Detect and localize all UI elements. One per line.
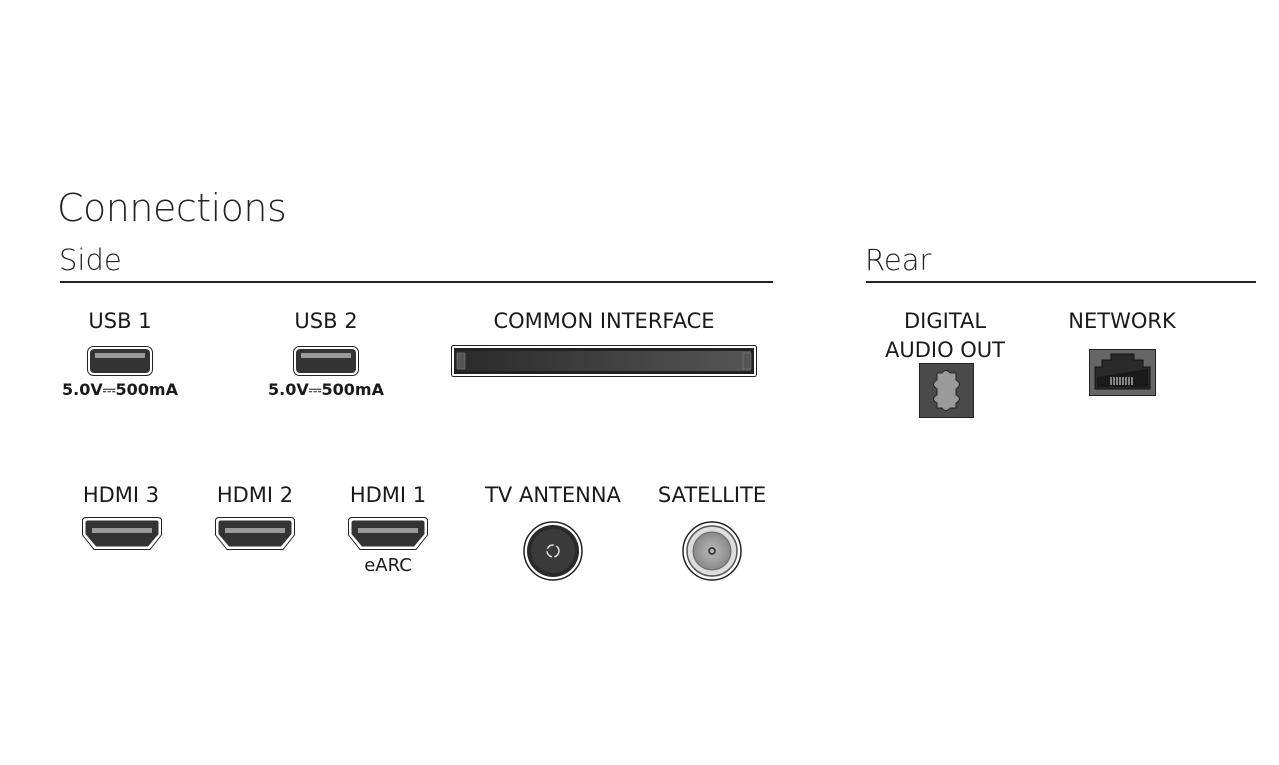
hdmi1-earc-note: eARC <box>364 555 412 576</box>
network-label: NETWORK <box>1068 309 1176 333</box>
usb1-rating: 5.0V⎓500mA <box>62 380 178 399</box>
digital-audio-out-label-line1: DIGITAL <box>903 309 987 333</box>
hdmi-port-icon <box>215 517 295 550</box>
digital-audio-out-label-line2: AUDIO OUT <box>884 338 1006 362</box>
hdmi1-label: HDMI 1 <box>349 483 427 507</box>
usb2-rating: 5.0V⎓500mA <box>268 380 384 399</box>
optical-port-icon <box>919 363 974 418</box>
page-title: Connections <box>57 186 287 230</box>
hdmi-port-icon <box>82 517 162 550</box>
satellite-label: SATELLITE <box>657 483 767 507</box>
antenna-connector-icon <box>523 521 583 581</box>
side-heading: Side <box>59 243 122 277</box>
hdmi2-label: HDMI 2 <box>216 483 294 507</box>
hdmi3-label: HDMI 3 <box>82 483 160 507</box>
tv-antenna-label: TV ANTENNA <box>485 483 621 507</box>
usb2-label: USB 2 <box>294 309 358 333</box>
rear-heading: Rear <box>865 243 932 277</box>
usb-port-icon <box>293 346 359 376</box>
common-interface-label: COMMON INTERFACE <box>493 309 715 333</box>
usb1-label: USB 1 <box>88 309 152 333</box>
usb-port-icon <box>87 346 153 376</box>
rear-divider <box>866 281 1256 283</box>
satellite-connector-icon <box>682 521 742 581</box>
hdmi-port-icon <box>348 517 428 550</box>
ci-slot-icon <box>451 345 757 377</box>
side-divider <box>60 281 773 283</box>
ethernet-port-icon <box>1089 349 1156 396</box>
